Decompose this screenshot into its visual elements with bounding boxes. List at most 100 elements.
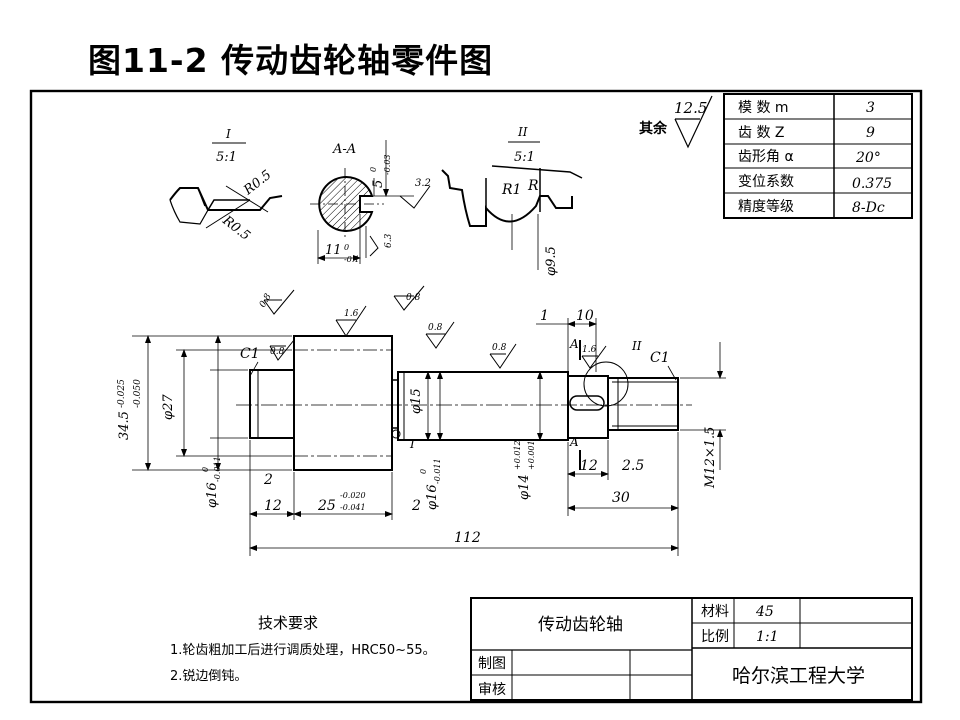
dim-tolerance: 0 xyxy=(201,467,210,472)
tech-heading: 技术要求 xyxy=(258,614,318,632)
detail-view-2: II 5:1 R1 R φ9.5 xyxy=(441,125,583,276)
dim-25 xyxy=(293,472,393,520)
dim-tolerance: -0.011 xyxy=(213,456,222,482)
dim-tolerance: -0.041 xyxy=(340,503,366,512)
title-block xyxy=(470,597,913,701)
scale-label: 比例 xyxy=(701,629,729,645)
roughness-symbols xyxy=(263,285,607,369)
section-marker: A xyxy=(569,435,579,449)
detail-radius: R xyxy=(527,178,539,194)
material-label: 材料 xyxy=(701,604,729,620)
dim-tolerance: -0.03 xyxy=(383,154,392,175)
dim-tolerance: 0 xyxy=(344,243,349,252)
detail-scale: 5:1 xyxy=(514,150,535,165)
dim-tolerance: -0.011 xyxy=(433,458,442,484)
dim-text: 112 xyxy=(454,530,481,546)
dim-text: φ15 xyxy=(409,388,424,414)
dim-tolerance: +0.001 xyxy=(527,440,536,470)
param-value: 0.375 xyxy=(852,176,892,192)
dim-text: 12 xyxy=(264,498,282,514)
detail-view-1: I 5:1 R0.5 R0.5 xyxy=(169,127,283,244)
param-label: 精度等级 xyxy=(738,198,794,215)
param-label: 变位系数 xyxy=(738,174,794,190)
slide-title: 图11-2 传动齿轮轴零件图 xyxy=(88,41,494,80)
detail-marker: I xyxy=(409,437,415,451)
section-view-a-a: A-A 11 0 -0.1 5 0 -0.03 3.2 6.3 xyxy=(310,140,431,264)
dim-text: 11 xyxy=(325,243,342,258)
general-roughness-note: 其余 xyxy=(639,120,668,137)
part-name: 传动齿轮轴 xyxy=(538,615,623,635)
dim-tolerance: 0 xyxy=(369,167,378,172)
dim-text: 2.5 xyxy=(621,458,644,474)
dim-text: M12×1.5 xyxy=(703,427,718,489)
scale-value: 1:1 xyxy=(756,629,779,645)
param-value: 20° xyxy=(855,150,881,166)
dim-text: 30 xyxy=(612,490,630,506)
detail-radius: R0.5 xyxy=(240,168,274,199)
param-value: 8-Dc xyxy=(852,200,885,216)
dim-tolerance: -0.1 xyxy=(344,255,359,264)
dim-text: 34.5 xyxy=(117,411,132,440)
param-row-module: 模 数 m 3 xyxy=(738,100,875,116)
general-roughness-value: 12.5 xyxy=(674,99,707,117)
drawn-label: 制图 xyxy=(478,656,506,672)
dim-m12 xyxy=(680,342,726,470)
dim-tolerance: -0.020 xyxy=(340,491,366,500)
tech-line: 1.轮齿粗加工后进行调质处理，HRC50~55。 xyxy=(170,643,436,658)
tech-line: 2.锐边倒钝。 xyxy=(170,669,247,684)
dim-tolerance: -0.050 xyxy=(133,379,143,408)
dim-text: 2 xyxy=(263,472,273,488)
dim-10-1 xyxy=(536,318,597,372)
material-value: 45 xyxy=(755,604,774,620)
param-row-pressure-angle: 齿形角 α 20° xyxy=(738,149,881,166)
detail-radius: R1 xyxy=(501,182,521,198)
dim-text: φ14 xyxy=(517,474,532,500)
dim-text: 12 xyxy=(580,458,598,474)
shaft-main-view xyxy=(236,335,692,471)
dim-text: φ16 xyxy=(425,484,440,510)
checked-label: 审核 xyxy=(478,682,506,698)
dim-phi34 xyxy=(132,335,292,471)
dim-tolerance: 0 xyxy=(419,469,428,474)
roughness-value: 0.8 xyxy=(428,323,443,333)
dim-tolerance: -0.025 xyxy=(117,379,127,408)
dim-text: 5 xyxy=(371,180,386,188)
dim-12-right xyxy=(567,440,609,480)
param-label: 齿 数 Z xyxy=(738,125,785,141)
dim-tolerance: +0.012 xyxy=(513,440,522,470)
dim-text: 2 xyxy=(411,498,421,514)
roughness-value: 3.2 xyxy=(415,178,431,189)
param-value: 3 xyxy=(866,100,875,116)
dim-phi16-left xyxy=(210,335,248,471)
drawing-frame xyxy=(29,89,923,704)
param-row-shift: 变位系数 0.375 xyxy=(738,174,892,192)
param-label: 模 数 m xyxy=(738,100,789,116)
detail-roman-label: II xyxy=(517,125,528,139)
detail-marker: II xyxy=(631,339,642,353)
section-label: A-A xyxy=(332,142,356,157)
chamfer-label: C1 xyxy=(650,350,670,366)
chamfer-label: C1 xyxy=(240,346,260,362)
dim-30 xyxy=(567,442,679,516)
roughness-value: 1.6 xyxy=(344,309,359,319)
param-label: 齿形角 α xyxy=(738,149,794,165)
roughness-value: 6.3 xyxy=(384,233,394,248)
technical-requirements: 技术要求 1.轮齿粗加工后进行调质处理，HRC50~55。 2.锐边倒钝。 xyxy=(170,614,436,684)
param-row-accuracy: 精度等级 8-Dc xyxy=(738,198,885,216)
roughness-value: 0.8 xyxy=(258,292,274,310)
roughness-value: 0.8 xyxy=(492,343,507,353)
roughness-value: 0.8 xyxy=(406,293,421,303)
dim-text: 25 xyxy=(317,498,336,514)
dim-112 xyxy=(249,432,679,556)
dim-text: 1 xyxy=(540,308,549,324)
general-roughness-symbol xyxy=(674,95,713,149)
gear-parameter-table xyxy=(723,93,913,219)
detail-radius: R0.5 xyxy=(219,213,253,244)
company-name: 哈尔滨工程大学 xyxy=(732,665,865,687)
dim-text: φ16 xyxy=(205,482,220,508)
dim-text: φ9.5 xyxy=(544,246,559,276)
roughness-value: 1.6 xyxy=(582,345,597,355)
dim-text: φ27 xyxy=(161,394,176,420)
detail-scale: 5:1 xyxy=(216,150,237,165)
